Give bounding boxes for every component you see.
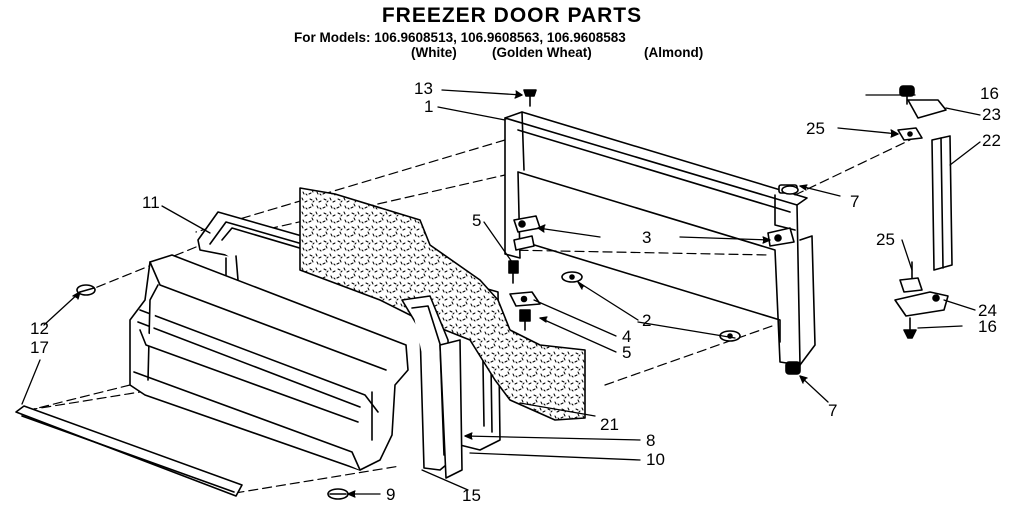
bumper-part-7-lower xyxy=(785,361,801,375)
model-numbers: For Models: 106.9608513, 106.9608563, 10… xyxy=(294,30,626,45)
callout-25-lower: 25 xyxy=(876,230,895,249)
strip-part-17 xyxy=(15,405,243,497)
callout-25-upper: 25 xyxy=(806,119,825,138)
finish-almond: (Almond) xyxy=(644,45,704,60)
callout-16-lower: 16 xyxy=(978,317,997,336)
trim-part-10 xyxy=(439,339,463,479)
assembly-dashed-lines xyxy=(21,139,911,494)
inner-frame-part-8 xyxy=(401,295,453,471)
callout-10: 10 xyxy=(646,450,665,469)
screw-part-9 xyxy=(327,488,349,500)
callout-7-upper: 7 xyxy=(850,192,860,211)
finish-golden-wheat: (Golden Wheat) xyxy=(492,45,592,60)
callout-2: 2 xyxy=(642,311,652,330)
callout-12: 12 xyxy=(30,319,49,338)
screw-part-13 xyxy=(523,89,537,107)
callout-22: 22 xyxy=(982,131,1001,150)
washer-part-2 xyxy=(561,271,741,342)
leader-lines xyxy=(21,89,981,498)
screw-part-16-lower xyxy=(903,317,917,339)
shim-part-25-lower xyxy=(899,261,923,293)
diagram-title: FREEZER DOOR PARTS xyxy=(381,4,643,27)
callout-21: 21 xyxy=(600,415,619,434)
handle-part-22 xyxy=(931,135,953,271)
callout-24: 24 xyxy=(978,301,997,320)
callout-11: 11 xyxy=(142,193,160,212)
callout-23: 23 xyxy=(982,105,1001,124)
insulation-part-21 xyxy=(299,187,586,421)
bracket-part-3 xyxy=(513,215,795,251)
callout-7-lower: 7 xyxy=(828,401,838,420)
callout-17: 17 xyxy=(30,338,49,357)
screw-part-5-upper xyxy=(508,260,519,284)
callout-1: 1 xyxy=(424,97,434,116)
hinge-lower-part-24 xyxy=(894,291,949,317)
shim-part-25-upper xyxy=(897,127,923,141)
callout-15: 15 xyxy=(462,486,481,505)
bumper-part-7-upper xyxy=(781,185,799,195)
finish-white: (White) xyxy=(411,45,457,60)
callout-4: 4 xyxy=(622,327,632,346)
screw-part-12 xyxy=(76,284,96,296)
hinge-upper-part-23 xyxy=(899,85,947,119)
callout-5-upper: 5 xyxy=(472,211,482,230)
callout-13: 13 xyxy=(414,79,433,98)
callout-3: 3 xyxy=(642,228,652,247)
callout-9: 9 xyxy=(386,485,396,504)
door-liner xyxy=(129,254,409,471)
hinge-part-4 xyxy=(509,291,541,307)
callout-16-upper: 16 xyxy=(980,84,999,103)
screw-part-5-lower xyxy=(519,309,531,331)
callout-5-lower: 5 xyxy=(622,343,632,362)
callout-8: 8 xyxy=(646,431,656,450)
